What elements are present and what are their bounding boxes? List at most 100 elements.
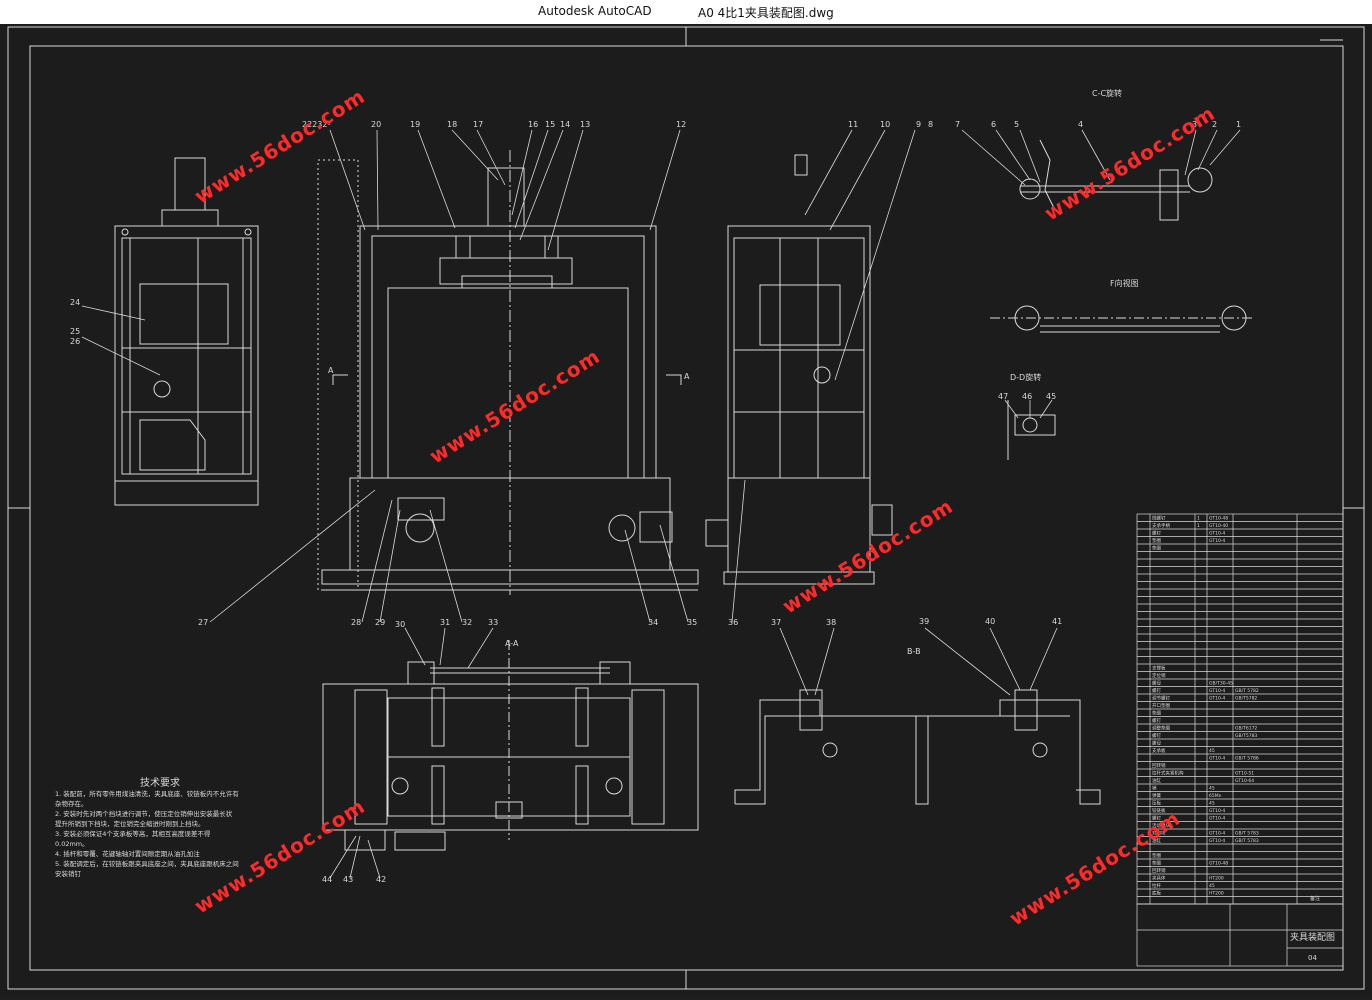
document-tab[interactable]: A0 4比1夹具装配图.dwg	[698, 6, 834, 20]
bom-cell: 夹具体	[1152, 875, 1166, 882]
view-label-aa: A-A	[505, 639, 519, 648]
part-num-13: 13	[580, 120, 590, 129]
tech-line: 杂物存在。	[55, 799, 88, 808]
bom-cell: GT10-4	[1209, 816, 1225, 822]
bom-cell: 1	[1197, 523, 1200, 529]
part-num-38: 38	[826, 618, 836, 627]
bom-cell: GT10-48	[1209, 861, 1228, 867]
part-num-17: 17	[473, 120, 483, 129]
title-block-name: 夹具装配图	[1290, 931, 1335, 943]
bom-cell: 支承手柄	[1152, 522, 1170, 529]
part-num-37: 37	[771, 618, 781, 627]
bom-cell: GT10-4	[1209, 688, 1225, 694]
part-num-33: 33	[488, 618, 498, 627]
tech-line: 1. 装配前，所有零件用煤油清洗，夹具底座、铰链板内不允许有	[55, 789, 239, 798]
part-num-44: 44	[322, 875, 332, 884]
part-num-31: 31	[440, 618, 450, 627]
part-num-2: 2	[1212, 120, 1217, 129]
bom-cell: 对刀块	[1152, 830, 1166, 837]
bom-cell: 螺钉	[1152, 687, 1161, 694]
bom-cell: 垫圈	[1152, 545, 1161, 552]
section-mark-a-left: A	[328, 366, 334, 375]
bom-cell: GT10-48	[1209, 516, 1228, 522]
part-num-40: 40	[985, 617, 995, 626]
bom-cell: 拉杆式夹紧机构	[1152, 770, 1184, 777]
view-label-cc: C-C旋转	[1092, 88, 1122, 98]
part-num-42: 42	[376, 875, 386, 884]
part-num-20: 20	[371, 120, 381, 129]
title-bar: Autodesk AutoCAD A0 4比1夹具装配图.dwg	[0, 0, 1372, 24]
bom-cell: GT10-4	[1209, 831, 1225, 837]
bom-cell: GB/T5783	[1235, 733, 1257, 739]
bom-cell: 垫圈	[1152, 710, 1161, 717]
bom-cell: 回转销	[1152, 867, 1166, 874]
bom-cell: GB/T 5783	[1235, 831, 1259, 837]
bb-section-view	[734, 689, 1101, 805]
tech-line: 提升所销到下挡块，定位销完全缩进时刚到上挡块。	[55, 819, 205, 828]
bom-cell: GT10-4	[1209, 538, 1225, 544]
tech-line: 安装销钉	[55, 869, 82, 878]
tech-line: 5. 装配调定后，在铰链板跟夹具底座之间，夹具底座跟机床之间	[55, 859, 239, 868]
bom-cell: HT200	[1209, 876, 1224, 882]
part-num-41: 41	[1052, 617, 1062, 626]
tech-line: 3. 安装必须保证4个支承板等高，其相互高度误差不得	[55, 829, 211, 838]
labels: C-C旋转 F向视图 D-D旋转 A-A B-B A A 22232¹ 20 1…	[55, 88, 1335, 962]
tech-notes: 1. 装配前，所有零件用煤油清洗，夹具底座、铰链板内不允许有 杂物存在。 2. …	[55, 789, 239, 878]
left-plan-view	[114, 157, 259, 506]
view-label-dd: D-D旋转	[1010, 372, 1041, 382]
bom-cell: 油缸	[1152, 837, 1161, 844]
title-block-sheet: 04	[1308, 954, 1317, 962]
part-num-15: 15	[545, 120, 555, 129]
bom-cell: 拉杆	[1152, 882, 1161, 889]
bom-cell: GB/T 5783	[1235, 838, 1259, 844]
bom-cell: GB/T5782	[1235, 696, 1257, 702]
drawing-canvas[interactable]: C-C旋转 F向视图 D-D旋转 A-A B-B A A 22232¹ 20 1…	[0, 24, 1372, 996]
part-num-9: 9	[916, 120, 921, 129]
app-name: Autodesk AutoCAD	[538, 4, 652, 18]
bom-cell: GT10-4	[1209, 838, 1225, 844]
bom-cell: GT10-4	[1209, 808, 1225, 814]
bom-cell: 45	[1209, 883, 1215, 889]
part-num-43: 43	[343, 875, 353, 884]
bom-cell: GT10-40	[1209, 523, 1228, 529]
bom-cell: 45	[1209, 801, 1215, 807]
view-label-bb: B-B	[907, 647, 921, 656]
tech-line: 2. 安装时先对两个挡块进行调节，使压定位销伸出安装最长状	[55, 809, 233, 818]
bom-cell: 挡螺钉	[1152, 515, 1166, 522]
bom-cell: 1	[1197, 516, 1200, 522]
bom-cell: 45	[1209, 748, 1215, 754]
bom-cell: 螺母	[1152, 680, 1161, 687]
part-num-45: 45	[1046, 392, 1056, 401]
bom-cell: 螺母	[1152, 740, 1161, 747]
part-num-19: 19	[410, 120, 420, 129]
f-view	[990, 305, 1255, 333]
bom-cell: GT10-64	[1235, 778, 1254, 784]
bom-cell: 螺钉	[1152, 732, 1161, 739]
part-num-7: 7	[955, 120, 960, 129]
bom-cell: 活动挡块	[1152, 822, 1170, 829]
part-num-46: 46	[1022, 392, 1032, 401]
bom-cell: GT10-51	[1235, 771, 1254, 777]
bom-cell: 弹簧	[1152, 792, 1161, 799]
bom-cell: GT10-4	[1209, 696, 1225, 702]
part-num-16: 16	[528, 120, 538, 129]
part-num-3: 3	[1192, 120, 1197, 129]
part-num-47: 47	[998, 392, 1008, 401]
view-label-f: F向视图	[1110, 278, 1139, 288]
part-num-30: 30	[395, 620, 405, 629]
bom-table	[1136, 513, 1344, 967]
part-num-22: 22232¹	[302, 120, 331, 129]
part-num-36: 36	[728, 618, 738, 627]
bom-cell: 螺钉	[1152, 717, 1161, 724]
part-num-1: 1	[1236, 120, 1241, 129]
part-num-34: 34	[648, 618, 658, 627]
bom-cell: 底板	[1152, 890, 1161, 897]
part-num-14: 14	[560, 120, 570, 129]
bom-cell: 压板	[1152, 800, 1161, 807]
bom-cell: 开口垫圈	[1152, 702, 1170, 709]
part-num-5: 5	[1014, 120, 1019, 129]
aa-section-view	[322, 640, 699, 851]
bom-cell: 螺钉	[1152, 530, 1161, 537]
part-num-32: 32	[462, 618, 472, 627]
